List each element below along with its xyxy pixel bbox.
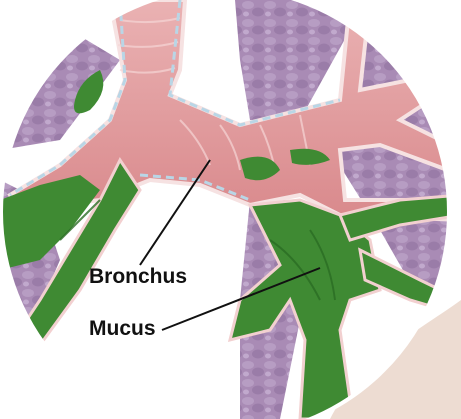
bronchus-label: Bronchus — [89, 266, 187, 287]
mucus-label: Mucus — [89, 318, 156, 339]
